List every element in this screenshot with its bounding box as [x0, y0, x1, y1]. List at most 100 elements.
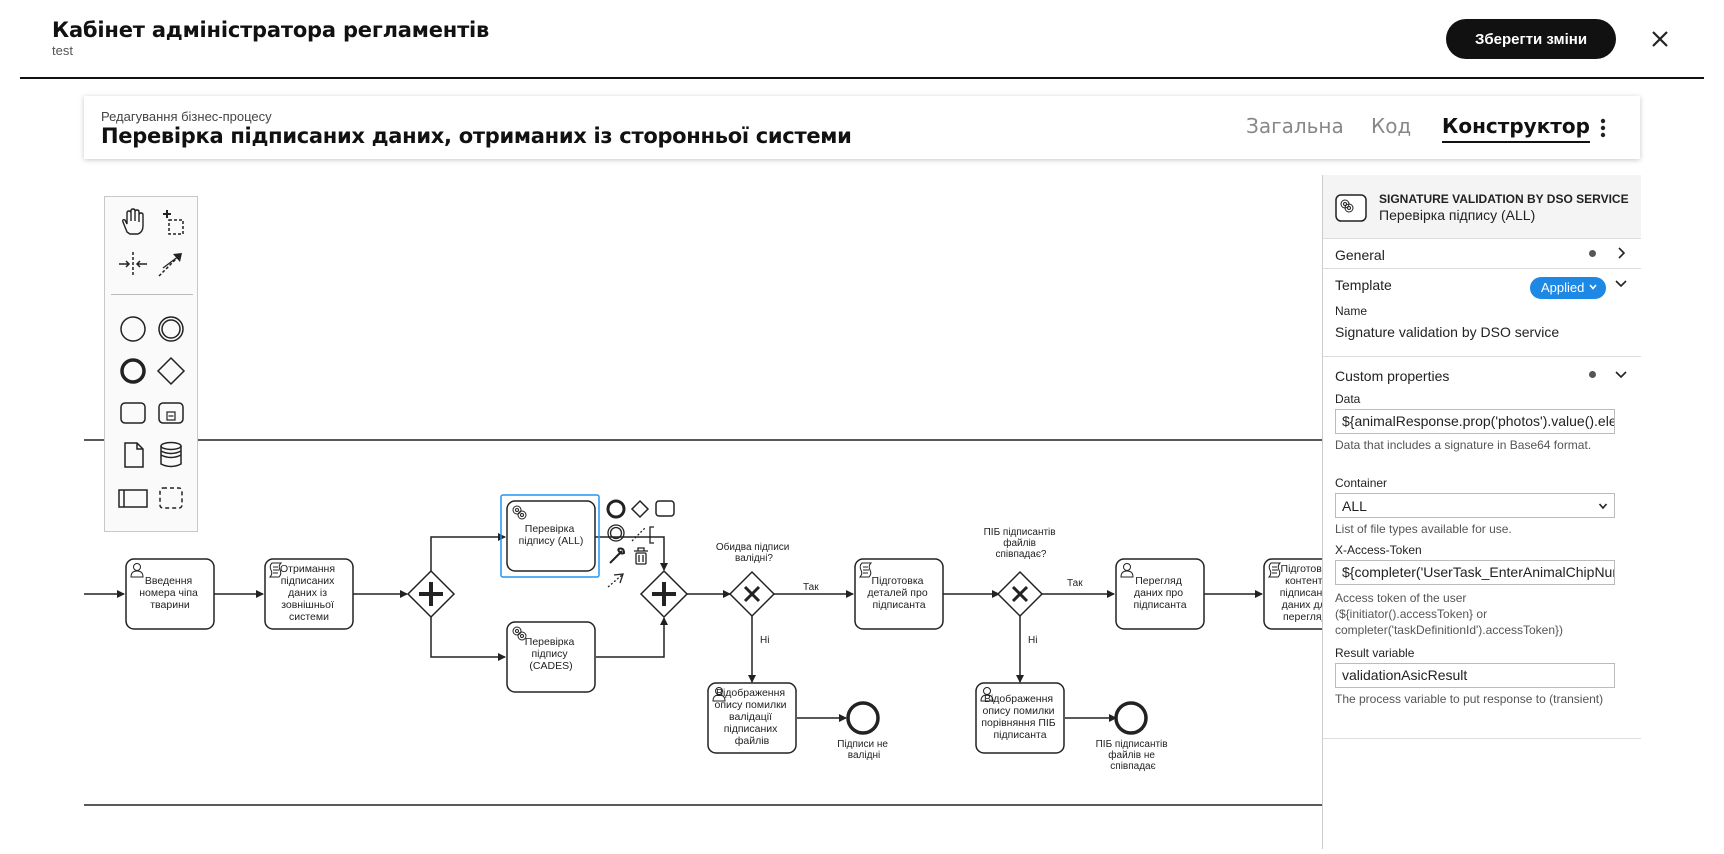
- palette-separator: [111, 294, 193, 295]
- container-select[interactable]: ALL: [1335, 493, 1615, 518]
- process-label: Редагування бізнес-процесу: [101, 109, 272, 124]
- group-icon[interactable]: [153, 480, 189, 516]
- user-task-icon: [130, 563, 144, 578]
- task-prepare-signer-details[interactable]: Підготовка деталей про підписанта: [854, 558, 944, 630]
- append-intermediate-event-icon: [607, 524, 625, 542]
- svg-text:Перегляд даних про: Перегляд даних про підписанта: [1133, 575, 1186, 611]
- group-general-title: General: [1335, 247, 1385, 263]
- user-task-icon: [980, 687, 994, 702]
- result-field-label: Result variable: [1335, 646, 1415, 660]
- data-store-icon[interactable]: [153, 437, 189, 473]
- svg-text:Перевірка підпису: Перевірка підпису (CADES): [525, 636, 577, 672]
- group-custom-indicator: [1589, 371, 1596, 378]
- connect-icon: [607, 574, 623, 588]
- task-enter-chip-number[interactable]: Введення номера чіпа тварини: [125, 558, 215, 630]
- properties-panel: SIGNATURE VALIDATION BY DSO SERVICE Пере…: [1322, 175, 1641, 849]
- append-task-icon: [655, 500, 675, 517]
- result-input[interactable]: validationAsicResult: [1335, 663, 1615, 688]
- chevron-down-icon[interactable]: [1614, 276, 1628, 290]
- chevron-down-icon: [1589, 284, 1597, 290]
- lasso-tool-icon[interactable]: [153, 204, 189, 240]
- pool-icon[interactable]: [115, 480, 151, 516]
- exclusive-gateway-names-match[interactable]: ПІБ підписантів файлів співпадає?: [984, 527, 1059, 618]
- data-input[interactable]: ${animalResponse.prop('photos').value().…: [1335, 409, 1615, 434]
- intermediate-event-icon[interactable]: [153, 311, 189, 347]
- tab-constructor[interactable]: Конструктор: [1442, 114, 1590, 143]
- bpmn-diagram[interactable]: Так Так Ні Ні Введення номера чіпа твари…: [0, 160, 1724, 849]
- flow-label-yes-1: Так: [803, 582, 819, 593]
- change-type-icon: [609, 547, 626, 564]
- group-custom-title: Custom properties: [1335, 368, 1450, 384]
- group-general[interactable]: General: [1323, 239, 1641, 269]
- bpmn-canvas[interactable]: Так Так Ні Ні Введення номера чіпа твари…: [0, 160, 1724, 849]
- hand-tool-icon[interactable]: [115, 204, 151, 240]
- service-task-icon: [1335, 194, 1367, 222]
- append-end-event-icon: [606, 499, 626, 519]
- svg-text:Відображення опису пом: Відображення опису помилки валідації під…: [715, 687, 790, 747]
- token-input[interactable]: ${completer('UserTask_EnterAnimalChipNum…: [1335, 560, 1615, 585]
- append-text-annotation-icon: [631, 526, 647, 542]
- svg-text:Відображення опису пом: Відображення опису помилки порівняння ПІ…: [981, 693, 1058, 741]
- template-name-label: Name: [1335, 304, 1368, 318]
- app-subtitle: test: [52, 43, 73, 58]
- task-check-signature-all[interactable]: Перевірка підпису (ALL): [500, 494, 600, 578]
- template-name-value: Signature validation by DSO service: [1335, 324, 1560, 340]
- end-event-signatures-invalid[interactable]: Підписи не валідні: [837, 701, 890, 761]
- close-icon[interactable]: [1648, 27, 1672, 51]
- end-event-names-mismatch[interactable]: ПІБ підписантів файлів не співпадає: [1096, 701, 1171, 772]
- space-tool-icon[interactable]: [115, 246, 151, 282]
- task-check-signature-cades[interactable]: Перевірка підпису (CADES): [506, 621, 596, 693]
- svg-text:Обидва підписи валідні: Обидва підписи валідні?: [716, 541, 792, 564]
- chevron-right-icon[interactable]: [1614, 246, 1628, 260]
- task-view-signer-data[interactable]: Перегляд даних про підписанта: [1115, 558, 1205, 630]
- start-event-icon[interactable]: [115, 311, 151, 347]
- svg-text:Отримання підписаних: Отримання підписаних даних із зовнішньої…: [280, 563, 338, 623]
- task-show-validation-error[interactable]: Відображення опису помилки валідації під…: [707, 682, 797, 754]
- sequence-flows: [84, 533, 1263, 722]
- applied-badge[interactable]: Applied: [1530, 277, 1606, 299]
- result-field-hint: The process variable to put response to …: [1335, 692, 1604, 706]
- svg-text:Введення номера чіпа: Введення номера чіпа тварини: [139, 575, 201, 611]
- applied-label: Applied: [1541, 280, 1585, 295]
- task-receive-signed-data[interactable]: Отримання підписаних даних із зовнішньої…: [264, 558, 354, 630]
- element-type: SIGNATURE VALIDATION BY DSO SERVICE: [1379, 192, 1629, 206]
- gateway-icon[interactable]: [153, 353, 189, 389]
- context-pad[interactable]: [606, 499, 675, 588]
- global-connect-icon[interactable]: [153, 246, 189, 282]
- element-name: Перевірка підпису (ALL): [1379, 207, 1536, 223]
- append-gateway-icon: [630, 499, 650, 519]
- parallel-gateway-split[interactable]: [406, 569, 456, 619]
- end-event-icon[interactable]: [115, 353, 151, 389]
- exclusive-gateway-signatures-valid[interactable]: Обидва підписи валідні?: [716, 541, 792, 618]
- script-task-icon: [858, 562, 873, 578]
- data-object-icon[interactable]: [115, 437, 151, 473]
- flow-label-yes-2: Так: [1067, 578, 1083, 589]
- flow-label-no-1: Ні: [760, 635, 769, 646]
- parallel-gateway-join[interactable]: [639, 569, 689, 619]
- group-general-indicator: [1589, 250, 1596, 257]
- service-task-icon: [512, 626, 527, 641]
- chevron-down-icon[interactable]: [1614, 367, 1628, 381]
- task-icon[interactable]: [115, 395, 151, 431]
- svg-text:Перевірка підпису (ALL: Перевірка підпису (ALL): [519, 523, 584, 547]
- app-title: Кабінет адміністратора регламентів: [52, 18, 490, 42]
- tab-general[interactable]: Загальна: [1246, 114, 1344, 138]
- svg-text:ПІБ підписантів файлів: ПІБ підписантів файлів не співпадає: [1096, 739, 1171, 772]
- flow-label-no-2: Ні: [1028, 635, 1037, 646]
- app-header: Кабінет адміністратора регламентів test …: [20, 0, 1704, 79]
- process-title: Перевірка підписаних даних, отриманих із…: [101, 124, 852, 148]
- tool-palette: [104, 196, 198, 532]
- svg-text:Підготовка контенту: Підготовка контенту підписаних даних для…: [1280, 563, 1337, 623]
- properties-header: SIGNATURE VALIDATION BY DSO SERVICE Пере…: [1323, 175, 1641, 239]
- task-show-name-mismatch-error[interactable]: Відображення опису помилки порівняння ПІ…: [975, 682, 1065, 754]
- more-options-icon[interactable]: [1598, 116, 1608, 140]
- delete-icon: [634, 547, 648, 565]
- group-custom-properties: Custom properties Data ${animalResponse.…: [1323, 357, 1641, 739]
- user-task-icon: [1120, 563, 1134, 578]
- save-button[interactable]: Зберегти зміни: [1446, 19, 1616, 59]
- script-task-icon: [268, 562, 283, 578]
- process-header-card: Редагування бізнес-процесу Перевірка під…: [84, 96, 1640, 159]
- subprocess-icon[interactable]: [153, 395, 189, 431]
- tab-code[interactable]: Код: [1371, 114, 1412, 138]
- script-task-icon: [1267, 562, 1282, 578]
